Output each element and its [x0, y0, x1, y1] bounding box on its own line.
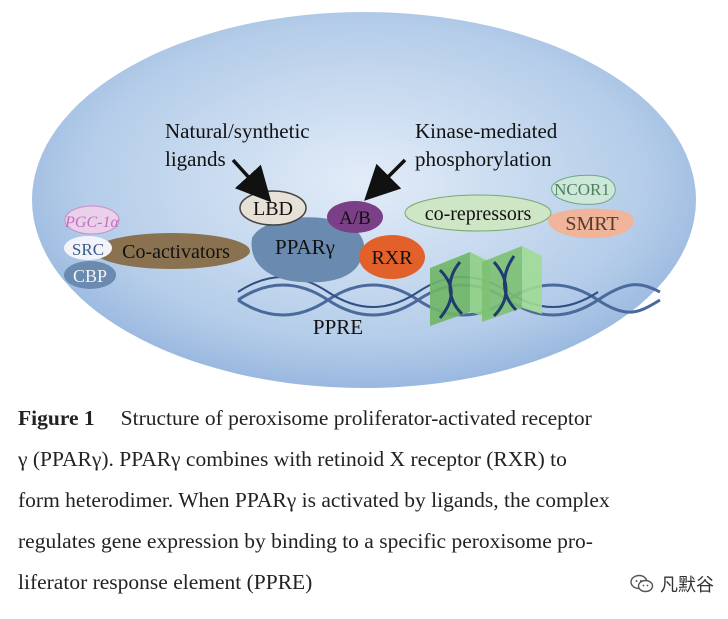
caption-line-3: form heterodimer. When PPARγ is activate… [18, 488, 610, 512]
smrt [548, 208, 634, 239]
label-lbd: LBD [253, 198, 293, 220]
label-ncor1: NCOR1 [554, 180, 610, 199]
co-repressors [404, 194, 552, 232]
ppar-gamma [251, 217, 365, 283]
ab-domain [327, 201, 383, 233]
cbp [64, 261, 116, 289]
ppar-diagram: Natural/synthetic ligands Kinase-mediate… [32, 12, 696, 388]
caption-line-1: Figure 1 Structure of peroxisome prolifer… [18, 398, 708, 439]
label-smrt: SMRT [565, 213, 618, 235]
kinase-arrow [364, 158, 407, 201]
watermark: 凡默谷 [630, 571, 714, 597]
label-ppar: PPARγ [275, 235, 335, 259]
caption-line-2: γ (PPARγ). PPARγ combines with retinoid … [18, 447, 567, 471]
src [64, 236, 112, 260]
caption-line-5: liferator response element (PPRE) [18, 570, 313, 594]
wechat-icon [630, 574, 654, 593]
label-kinase-1: Kinase-mediated [415, 119, 558, 143]
ligand-arrow [231, 158, 272, 203]
caption-line-4: regulates gene expression by binding to … [18, 529, 593, 553]
label-natural-ligands-1: Natural/synthetic [165, 119, 310, 143]
ncor1 [551, 174, 616, 205]
caption-text-1: Structure of peroxisome proliferator-act… [120, 406, 592, 430]
label-ppre: PPRE [313, 315, 363, 339]
co-activators [94, 233, 250, 269]
ppre-element [430, 246, 542, 326]
pgc-1a [64, 205, 120, 235]
label-co-activators: Co-activators [122, 241, 230, 263]
label-src: SRC [72, 240, 104, 259]
label-cbp: CBP [73, 266, 107, 286]
label-co-repressors: co-repressors [425, 203, 532, 225]
label-natural-ligands-2: ligands [165, 147, 226, 171]
label-pgc: PGC-1α [64, 214, 119, 231]
figure-caption: Figure 1 Structure of peroxisome prolifer… [18, 398, 708, 603]
rxr [359, 235, 425, 279]
figure-label: Figure 1 [18, 406, 95, 430]
label-rxr: RXR [371, 247, 413, 269]
label-kinase-2: phosphorylation [415, 147, 552, 171]
watermark-text: 凡默谷 [660, 575, 714, 596]
label-ab: A/B [339, 208, 371, 229]
